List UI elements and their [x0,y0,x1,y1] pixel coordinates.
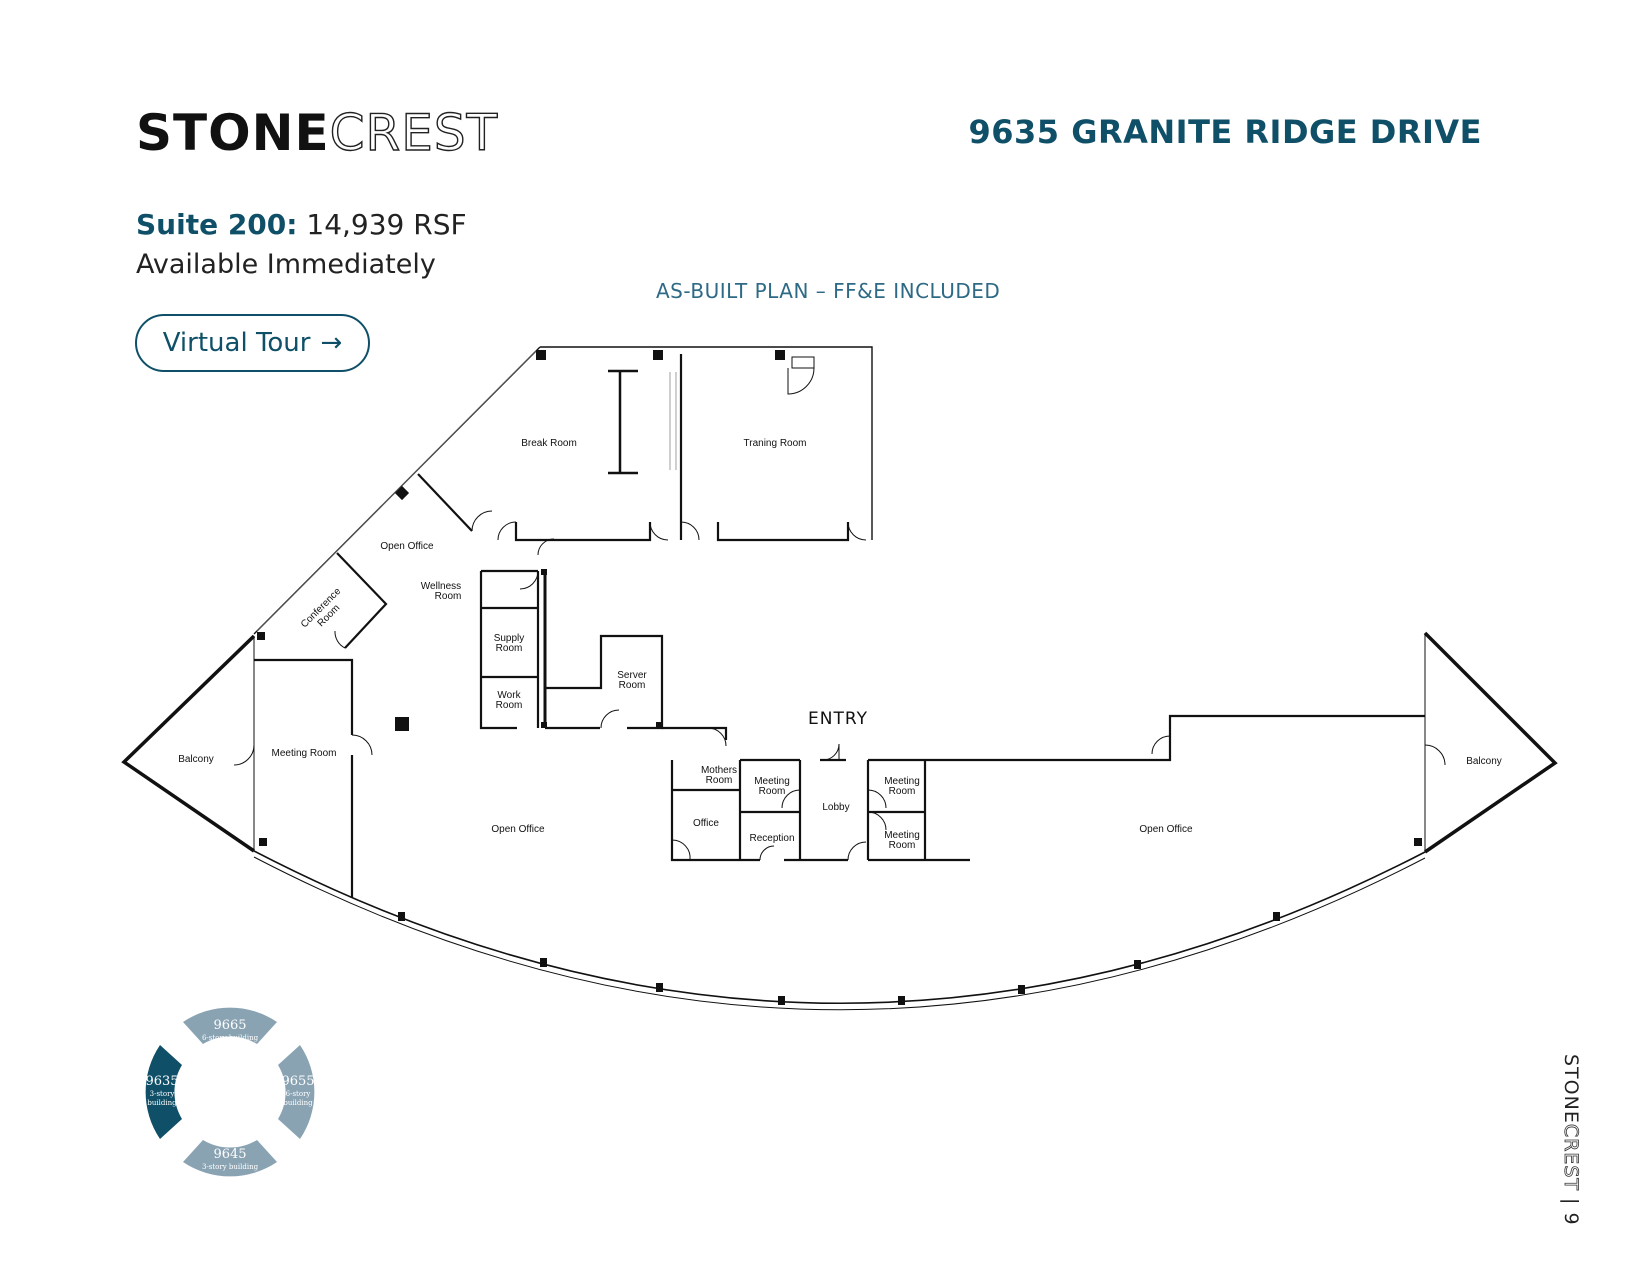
open-office-top-label: Open Office [380,541,434,552]
balcony-left-label: Balcony [178,754,214,765]
suite-heading: Suite 200: 14,939 RSF [136,211,467,239]
building-bottom-number: 9645 [213,1147,246,1162]
building-bottom-segment[interactable]: 9645 3-story building [183,1140,277,1177]
lobby-label: Lobby [822,802,849,813]
footer-brand-solid: STONE [1560,1054,1582,1124]
meeting-right-1-label-1: Meeting [884,776,920,787]
suite-size: 14,939 RSF [306,208,467,241]
building-left-desc-1: 3-story [150,1090,175,1098]
logo-solid-text: STONE [136,104,330,162]
supply-room-label-2: Room [496,643,523,654]
building-right-desc-1: 6-story [286,1090,311,1098]
plan-title: AS-BUILT PLAN – FF&E INCLUDED [656,279,1001,303]
meeting-right-2-label-2: Room [889,840,916,851]
virtual-tour-label: Virtual Tour [162,328,311,358]
building-left-desc-2: building [147,1099,177,1107]
meeting-center-label-2: Room [759,786,786,797]
office-label: Office [693,818,719,829]
stonecrest-logo: STONECREST [136,107,498,158]
entry-label: ENTRY [808,709,868,729]
work-room-label-1: Work [497,690,521,701]
meeting-room-left-label: Meeting Room [271,748,336,759]
building-right-desc-2: building [283,1099,313,1107]
virtual-tour-button[interactable]: Virtual Tour → [135,314,370,372]
wellness-room-label-1: Wellness [421,581,461,592]
break-room-label: Break Room [521,438,577,449]
supply-room-label-1: Supply [494,633,525,644]
building-top-desc: 6-story building [202,1034,259,1042]
open-office-right-label: Open Office [1139,824,1193,835]
server-room-label-1: Server [617,670,647,681]
meeting-center-label-1: Meeting [754,776,790,787]
building-bottom-desc: 3-story building [202,1163,259,1171]
building-left-segment-current[interactable]: 9635 3-story building [145,1045,182,1139]
site-key-map: 9665 6-story building 9655 6-story build… [145,1007,315,1177]
open-office-left-label: Open Office [491,824,545,835]
page-footer-mark: STONECREST | 9 [1560,1054,1583,1226]
footer-separator: | [1560,1198,1582,1206]
server-room-label-2: Room [619,680,646,691]
building-address: 9635 GRANITE RIDGE DRIVE [968,113,1482,151]
footer-brand-outline: CREST [1560,1123,1583,1191]
building-left-number: 9635 [145,1074,178,1089]
mothers-room-label-1: Mothers [701,765,737,776]
page-number: 9 [1560,1212,1582,1226]
arrow-right-icon: → [320,328,343,358]
wellness-room-label-2: Room [435,591,462,602]
mothers-room-label-2: Room [706,775,733,786]
logo-outline-text: CREST [329,104,499,162]
building-top-segment[interactable]: 9665 6-story building [183,1007,277,1044]
building-right-number: 9655 [281,1074,314,1089]
reception-label: Reception [749,833,794,844]
building-top-number: 9665 [213,1018,246,1033]
balcony-right-label: Balcony [1466,756,1502,767]
training-room-label: Traning Room [744,438,807,449]
work-room-label-2: Room [496,700,523,711]
availability-text: Available Immediately [136,249,436,280]
building-right-segment[interactable]: 9655 6-story building [278,1045,315,1139]
suite-name: Suite 200: [136,208,298,241]
meeting-right-1-label-2: Room [889,786,916,797]
meeting-right-2-label-1: Meeting [884,830,920,841]
